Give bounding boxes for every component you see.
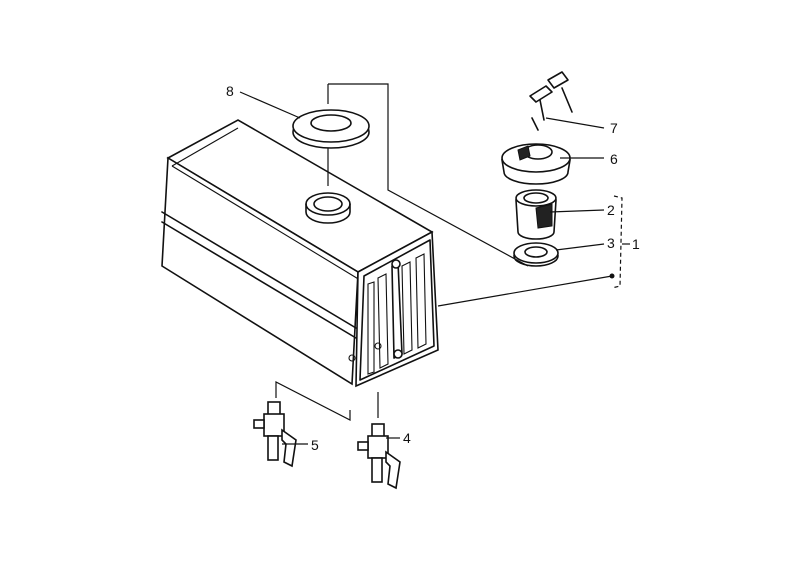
fuel-tank [161,119,439,388]
sight-tube-bottom [393,349,403,359]
key-2-blade [561,87,573,113]
washer-hole [524,246,548,258]
part-3-washer [513,242,559,267]
tank-edge-line [171,165,361,281]
end-slot-2 [377,273,389,369]
part-7-keys [529,71,573,131]
tap4-side [357,441,369,451]
end-slot-3 [401,261,413,355]
callout-1: 1 [632,236,640,252]
gasket-hole [310,114,352,132]
callout-8: 8 [226,83,234,99]
sight-tube-top [391,259,401,269]
tank-top-edge-line [171,127,239,167]
strainer-opening [523,192,549,204]
callout-2: 2 [607,202,615,218]
bracket-1 [611,195,623,289]
drain-hole-right [374,342,382,350]
part-4-tap [357,423,401,490]
tap4-body [367,435,389,459]
leader-3 [555,243,605,251]
guide-5 [275,381,351,421]
callout-3: 3 [607,235,615,251]
part-2-strainer [515,189,557,240]
strainer-mesh [535,203,553,229]
tank-end-frame [359,239,435,381]
key-ring [531,117,539,131]
leader-2 [549,209,605,213]
callout-4: 4 [403,430,411,446]
key-1-head [529,85,553,103]
filler-neck-wall [305,203,351,224]
part-6-fuel-cap [501,143,571,185]
cap-latch [517,145,531,161]
tank-seam-lower [161,221,357,339]
callout-labels: 8 7 6 2 3 1 4 5 [226,83,640,453]
leader-lines [239,91,630,445]
part-8-gasket [292,109,370,149]
key-2-head [547,71,569,89]
end-slot-1 [367,281,375,375]
tap5-spout [267,435,279,461]
guide-1-dot [609,273,615,279]
tap5-body [263,413,285,437]
guide-8-frame [328,83,529,267]
tank-seam-upper [161,211,357,329]
callout-7: 7 [610,120,618,136]
callout-5: 5 [311,437,319,453]
callout-6: 6 [610,151,618,167]
leader-8 [239,91,301,119]
tap4-spout [371,457,383,483]
filler-neck-inner [313,196,343,212]
drain-hole-left [348,354,356,362]
guide-1 [437,275,613,307]
end-slot-4 [415,253,427,349]
tap4-lever [385,450,401,490]
tap5-side [253,419,265,429]
leader-7 [545,117,605,129]
key-1-blade [539,99,545,121]
assembly-lines [275,83,623,421]
tap5-lever [281,428,297,468]
part-5-tap [253,401,297,468]
